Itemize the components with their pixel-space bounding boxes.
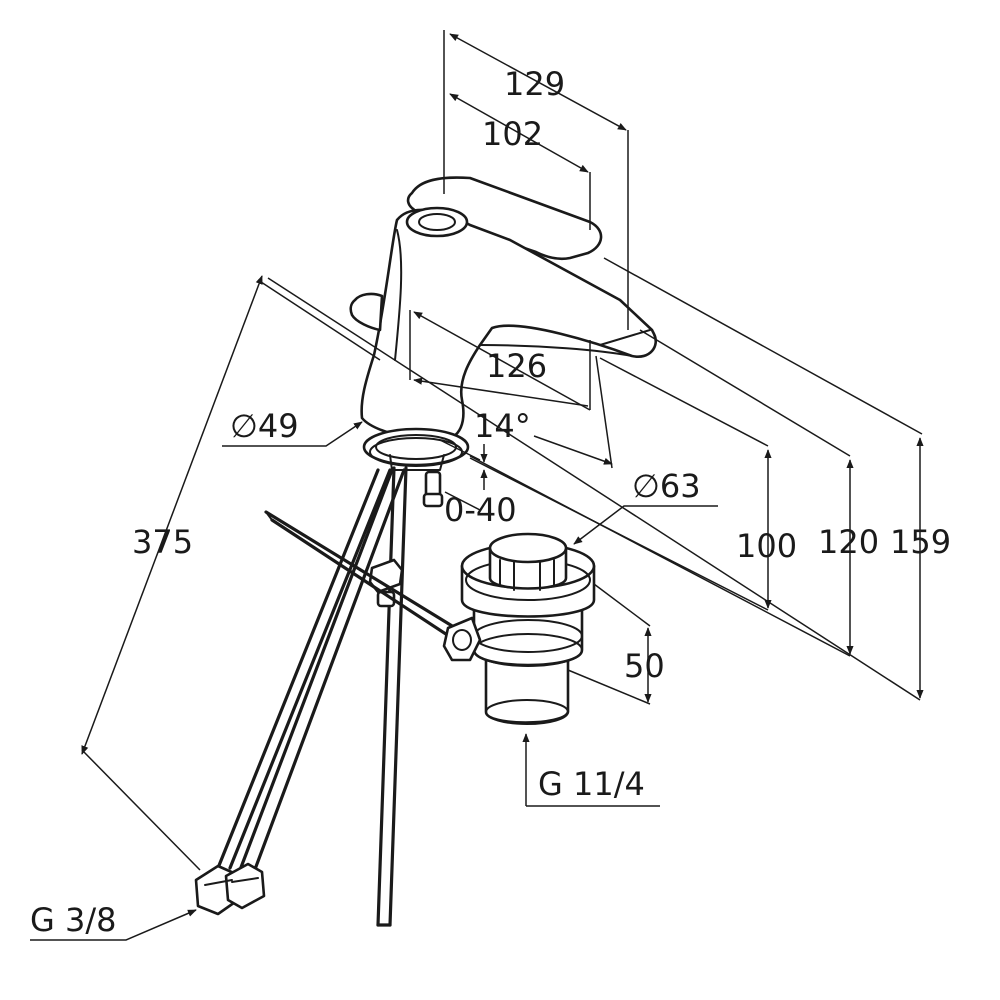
thread-g114-label: G 11/4 <box>538 765 645 803</box>
dim-126-label: 126 <box>486 347 548 385</box>
dim-14deg-label: 14° <box>474 407 531 445</box>
dim-375-label: 375 <box>132 523 194 561</box>
dim-50-label: 50 <box>624 647 665 685</box>
drain-assembly <box>442 532 596 725</box>
dim-diameter-63-label: ∅63 <box>632 467 701 505</box>
dim-120-label: 120 <box>818 523 880 561</box>
dim-129-label: 129 <box>504 65 566 103</box>
faucet-base <box>362 427 470 508</box>
dim-159-label: 159 <box>890 523 952 561</box>
witness-lines <box>81 30 923 871</box>
dim-102-label: 102 <box>482 115 544 153</box>
dim-0-40-label: 0-40 <box>444 491 517 529</box>
thread-g38-label: G 3/8 <box>30 901 117 939</box>
leader-lines <box>30 421 718 941</box>
dimension-lines <box>81 33 924 755</box>
faucet-body <box>349 176 657 442</box>
dim-diameter-49-label: ∅49 <box>230 407 299 445</box>
supply-hoses <box>194 468 406 916</box>
dim-100-label: 100 <box>736 527 798 565</box>
link-rod <box>264 510 464 644</box>
pop-up-rod <box>368 466 408 927</box>
